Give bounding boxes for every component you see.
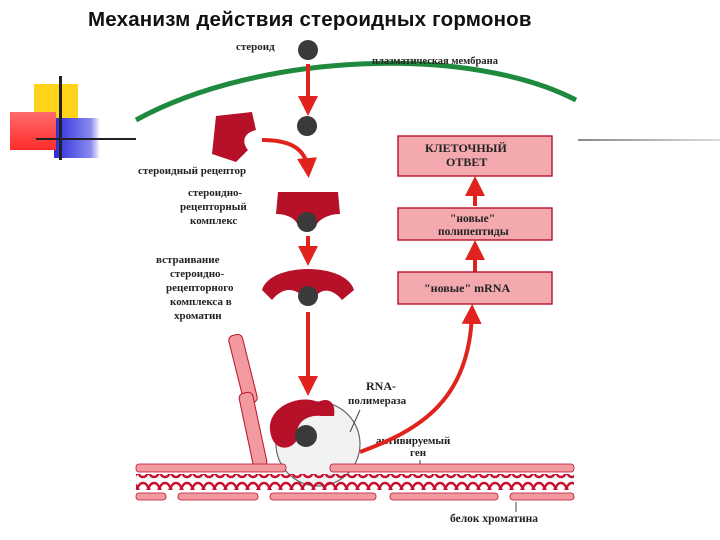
integration-label-line-2: стероидно- xyxy=(170,268,225,280)
steroid-receptor-complex xyxy=(276,192,340,226)
steroid-label: стероид xyxy=(236,41,275,53)
chromatin-bar-bottom-3 xyxy=(269,492,377,501)
box-new-polypeptides-line-1: "новые" xyxy=(450,213,495,225)
decor-squares xyxy=(10,76,136,164)
integrating-steroid xyxy=(298,286,318,306)
bound-steroid xyxy=(295,425,317,447)
steroid-molecule-outside xyxy=(298,40,318,60)
integration-label-line-3: рецепторного xyxy=(166,282,234,294)
decor-horizontal-line xyxy=(36,138,136,140)
plasma-membrane xyxy=(134,60,578,123)
chromatin-rod-lower xyxy=(238,391,268,469)
chromatin-bar-bottom-1 xyxy=(135,492,167,501)
activated-gene-label-line-2: ген xyxy=(410,447,427,459)
arrow-transcription xyxy=(359,304,482,454)
rna-polymerase-label-line-1: RNA- xyxy=(366,379,396,393)
box-cell-response-line-1: КЛЕТОЧНЫЙ xyxy=(425,141,507,155)
slide-title: Механизм действия стероидных гормонов xyxy=(88,8,532,31)
box-cell-response-line-2: ОТВЕТ xyxy=(446,155,487,169)
membrane-label: плазматическая мембрана xyxy=(372,56,499,67)
arrow-steroid-binding xyxy=(261,138,317,178)
complex-label-line-3: комплекс xyxy=(190,215,237,227)
integration-label-line-4: комплекса в xyxy=(170,296,232,308)
integrating-complex xyxy=(262,269,354,300)
complex-label-line-1: стероидно- xyxy=(188,187,243,199)
chromatin-bar-bottom-2 xyxy=(177,492,259,501)
chromatin-bar-top-1 xyxy=(135,463,287,473)
bound-complex xyxy=(269,399,335,448)
steroid-molecule-inside xyxy=(297,116,317,136)
box-new-polypeptides-line-2: полипептиды xyxy=(438,226,509,238)
integration-label-line-1: встраивание xyxy=(156,254,220,266)
chromatin-bar-top-2 xyxy=(329,463,575,473)
steroid-receptor xyxy=(212,112,256,162)
decor-divider-line xyxy=(578,139,720,141)
integration-label-line-5: хроматин xyxy=(174,310,222,322)
receptor-label: стероидный рецептор xyxy=(138,165,246,177)
dna-double-helix xyxy=(136,474,574,490)
box-new-mrna xyxy=(397,271,553,305)
polymerase-pointer xyxy=(349,409,361,433)
chromatin-protein-label: белок хроматина xyxy=(450,513,538,525)
decor-vertical-line xyxy=(59,76,62,160)
chromatin-bar-bottom-4 xyxy=(389,492,499,501)
rna-polymerase-label-line-2: полимераза xyxy=(348,395,407,407)
decor-red-square xyxy=(10,112,56,150)
complex-label-line-2: рецепторный xyxy=(180,201,247,213)
chromatin-bar-bottom-5 xyxy=(509,492,575,501)
box-new-mrna-label: "новые" mRNA xyxy=(424,281,510,295)
complex-steroid xyxy=(297,212,317,232)
